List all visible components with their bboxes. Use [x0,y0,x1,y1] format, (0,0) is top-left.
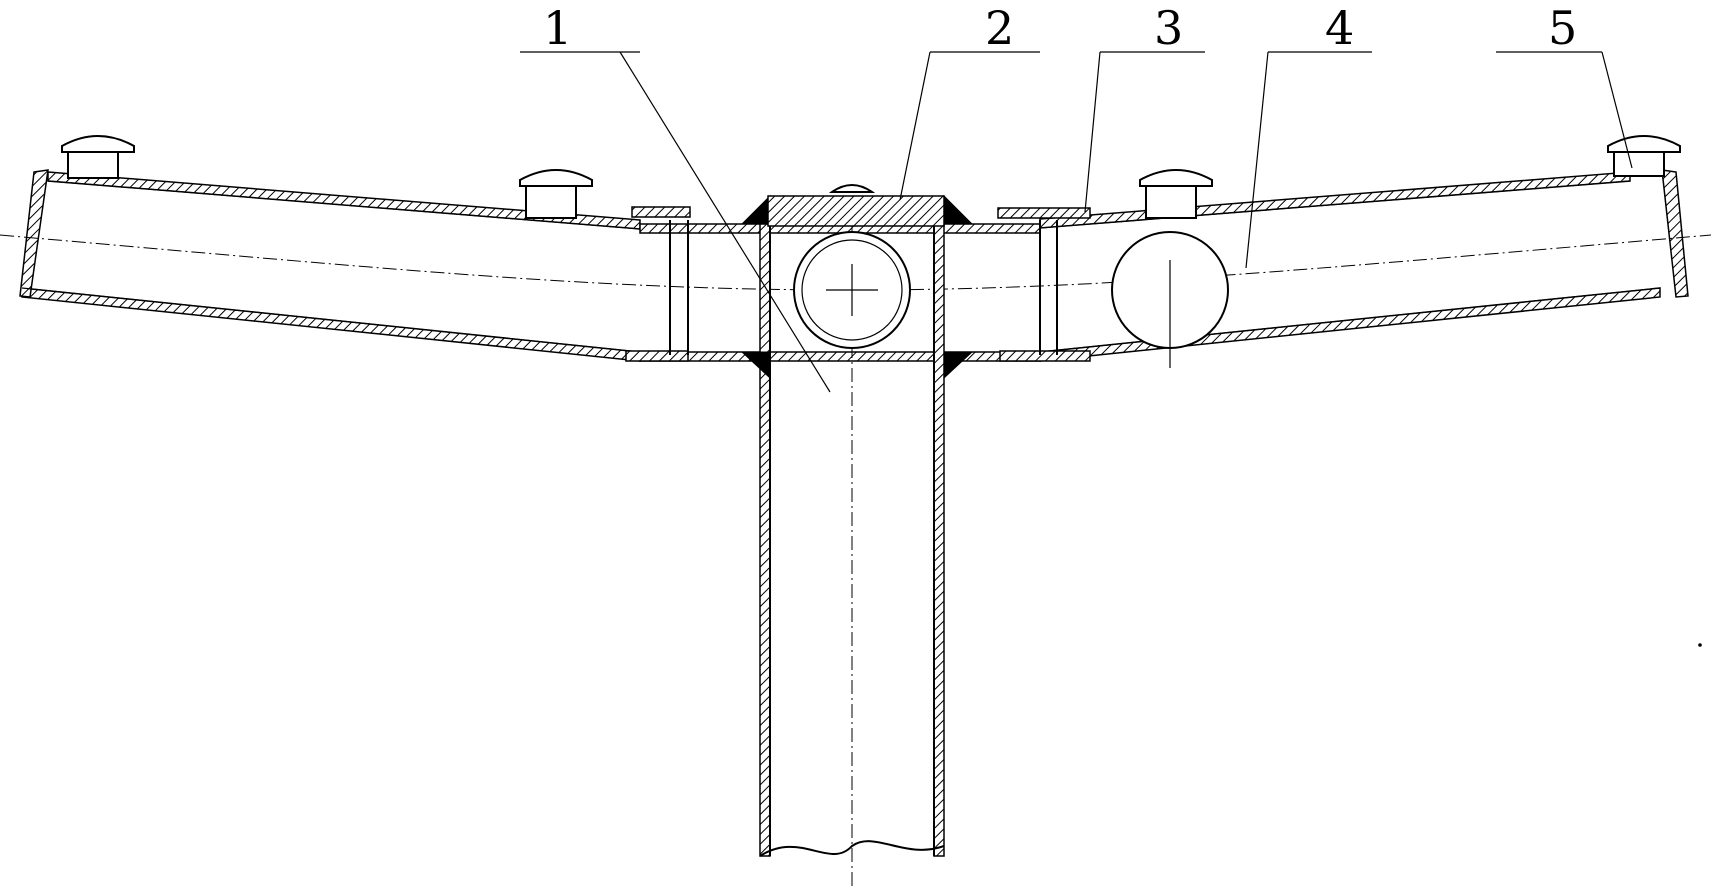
arm-lower-wall-left [21,287,641,362]
weld-bottom-left [740,351,771,380]
arm-upper-wall-right [1039,171,1631,229]
nozzle-right-end [1607,135,1681,177]
callout-4: 4 [1325,1,1354,55]
sleeve-joint-right-bottom [999,350,1091,362]
sleeve-joint-left-top [631,206,691,218]
nozzle-center [828,184,876,193]
weld-top-right [943,194,974,225]
leader-lines [520,51,1633,393]
callout-5: 5 [1548,1,1577,55]
nozzle-left-end [61,135,135,179]
left-end-cap [19,169,49,298]
post-right-wall [933,223,945,857]
nozzle-left-inner [519,169,593,219]
hub-lower-wall [639,351,1041,362]
post-left-wall [759,223,771,857]
weld-top-left [740,194,771,225]
right-end-cap [1661,169,1689,298]
sleeve-joint-left-bottom [625,350,689,362]
callout-2: 2 [985,1,1014,55]
center-pipe-inner [801,239,903,341]
post-break-line [759,840,945,857]
weld-bottom-right [943,351,974,380]
sleeve-joint-right-top [997,207,1091,219]
callout-3: 3 [1154,1,1183,55]
top-cap-plate [767,195,945,227]
callout-1: 1 [543,1,572,55]
nozzle-right-inner [1139,169,1213,219]
